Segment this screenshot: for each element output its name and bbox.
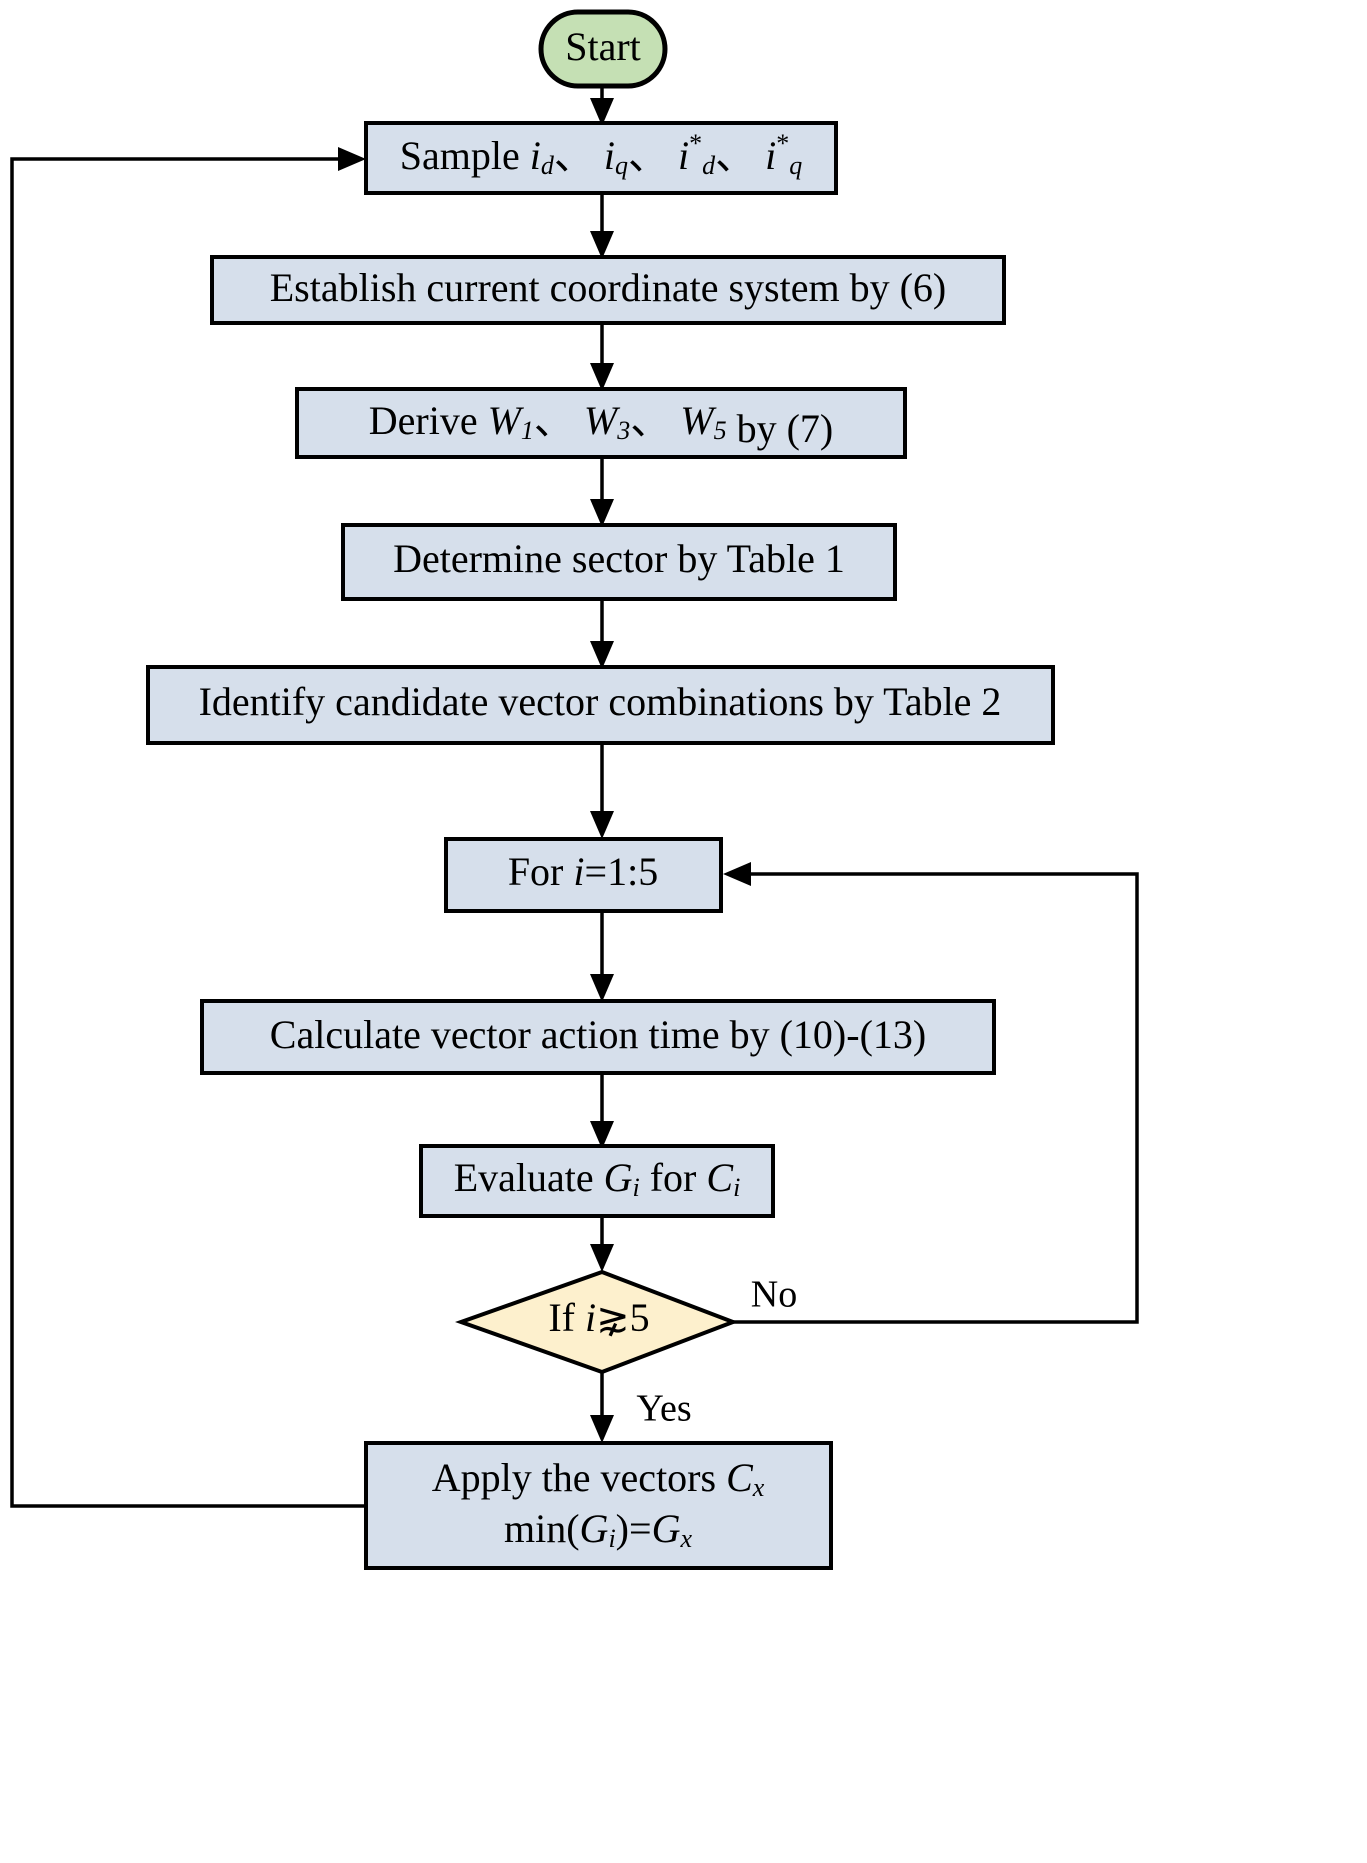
- derive-var2-base: W: [584, 398, 621, 443]
- node-action-time[interactable]: Calculate vector action time by (10)-(13…: [200, 999, 996, 1075]
- derive-sep2: 、: [630, 398, 670, 443]
- sample-var2-base: i: [604, 133, 615, 178]
- node-sample[interactable]: Sample id、 iq、 i*d、 i*q: [364, 121, 838, 195]
- derive-label-text: Derive: [369, 398, 478, 443]
- node-decision[interactable]: If i⋧5: [455, 1269, 739, 1375]
- node-loop[interactable]: For i=1:5: [444, 837, 723, 913]
- decision-label: If i⋧5: [548, 1295, 649, 1340]
- establish-label: Establish current coordinate system by (…: [270, 265, 946, 310]
- derive-var2-sub: 3: [616, 416, 630, 445]
- sample-sep2: 、: [628, 133, 668, 178]
- derive-suffix: by (7): [737, 406, 834, 451]
- action-time-label: Calculate vector action time by (10)-(13…: [270, 1012, 926, 1057]
- loop-label-var: i: [573, 849, 584, 894]
- edge-loop-to-action-time: [590, 911, 614, 1002]
- edge-evaluate-to-decision: [590, 1213, 614, 1272]
- sample-var3-sup: *: [689, 129, 702, 158]
- derive-var3-base: W: [680, 398, 717, 443]
- edge-decision-no-to-loop: [723, 862, 1139, 1324]
- node-establish[interactable]: Establish current coordinate system by (…: [210, 255, 1006, 325]
- node-sector[interactable]: Determine sector by Table 1: [341, 523, 897, 601]
- node-apply[interactable]: Apply the vectors Cx min(Gi)=Gx: [364, 1441, 833, 1570]
- edge-sector-to-candidates: [590, 597, 614, 669]
- sample-label: Sample id、 iq、 i*d、 i*q: [400, 129, 802, 180]
- evaluate-var1-base: G: [604, 1155, 633, 1200]
- apply-line2-var2-base: G: [652, 1506, 681, 1551]
- sample-shape: [364, 121, 838, 195]
- loop-label-prefix: For: [508, 849, 574, 894]
- action-time-shape: [200, 999, 996, 1075]
- start-label: Start: [565, 24, 641, 69]
- sample-var4-sup: *: [776, 129, 789, 158]
- decision-shape: [455, 1269, 739, 1375]
- evaluate-shape: [419, 1144, 775, 1218]
- derive-var3-sub: 5: [714, 416, 727, 445]
- apply-line2-var2-sub: x: [679, 1524, 692, 1553]
- sample-sep3: 、: [715, 133, 755, 178]
- sample-var3-base: i: [678, 133, 689, 178]
- sample-var1-base: i: [530, 133, 541, 178]
- candidates-label: Identify candidate vector combinations b…: [199, 679, 1002, 724]
- edge-sample-to-establish: [590, 192, 614, 259]
- sample-var3-sub: d: [702, 151, 716, 180]
- sample-sep1: 、: [554, 133, 594, 178]
- node-start[interactable]: Start: [538, 9, 668, 89]
- edge-derive-to-sector: [590, 455, 614, 527]
- edge-apply-to-sample-feedback: [10, 147, 366, 1508]
- edge-candidates-to-loop: [590, 741, 614, 839]
- sample-var1-sub: d: [541, 151, 555, 180]
- apply-line2-var1-sub: i: [608, 1524, 615, 1553]
- apply-line1-var-sub: x: [752, 1473, 765, 1502]
- sample-var4-base: i: [765, 133, 776, 178]
- sample-var4-sub: q: [789, 151, 802, 180]
- derive-label: Derive W1、 W3、 W5 by (7): [369, 398, 833, 451]
- evaluate-label: Evaluate Gi for Ci: [454, 1155, 741, 1202]
- edge-label-yes: Yes: [636, 1388, 691, 1430]
- sector-label: Determine sector by Table 1: [393, 536, 845, 581]
- evaluate-var2-base: C: [706, 1155, 734, 1200]
- establish-shape: [210, 255, 1006, 325]
- sample-label-text: Sample: [400, 133, 520, 178]
- apply-line1-prefix: Apply the vectors: [432, 1455, 726, 1500]
- apply-line2-prefix: min(: [504, 1506, 580, 1551]
- decision-prefix: If: [548, 1295, 585, 1340]
- evaluate-var2-sub: i: [733, 1173, 740, 1202]
- start-shape: [538, 9, 668, 89]
- node-evaluate[interactable]: Evaluate Gi for Ci: [419, 1144, 775, 1218]
- derive-sep1: 、: [534, 398, 574, 443]
- sample-var2-sub: q: [615, 151, 628, 180]
- edge-label-no: No: [751, 1274, 797, 1316]
- edge-decision-yes-to-apply: [590, 1372, 614, 1443]
- decision-var: i: [585, 1295, 596, 1340]
- apply-line2-mid: )=: [616, 1506, 652, 1551]
- edge-start-to-sample: [590, 86, 614, 126]
- derive-var1-base: W: [488, 398, 525, 443]
- apply-label-line2: min(Gi)=Gx: [504, 1506, 692, 1553]
- evaluate-mid: for: [640, 1155, 707, 1200]
- evaluate-prefix: Evaluate: [454, 1155, 604, 1200]
- apply-shape: [364, 1441, 833, 1570]
- derive-var1-sub: 1: [521, 416, 534, 445]
- loop-label: For i=1:5: [508, 849, 658, 894]
- loop-label-suffix: =1:5: [585, 849, 659, 894]
- sector-shape: [341, 523, 897, 601]
- edge-action-time-to-evaluate: [590, 1071, 614, 1149]
- node-derive[interactable]: Derive W1、 W3、 W5 by (7): [295, 387, 907, 459]
- candidates-shape: [146, 665, 1055, 745]
- edge-establish-to-derive: [590, 322, 614, 391]
- node-candidates[interactable]: Identify candidate vector combinations b…: [146, 665, 1055, 745]
- apply-line2-var1-base: G: [580, 1506, 609, 1551]
- apply-label-line1: Apply the vectors Cx: [432, 1455, 765, 1502]
- apply-line1-var-base: C: [726, 1455, 754, 1500]
- decision-suffix: ⋧5: [596, 1295, 650, 1340]
- loop-shape: [444, 837, 723, 913]
- evaluate-var1-sub: i: [633, 1173, 640, 1202]
- derive-shape: [295, 387, 907, 459]
